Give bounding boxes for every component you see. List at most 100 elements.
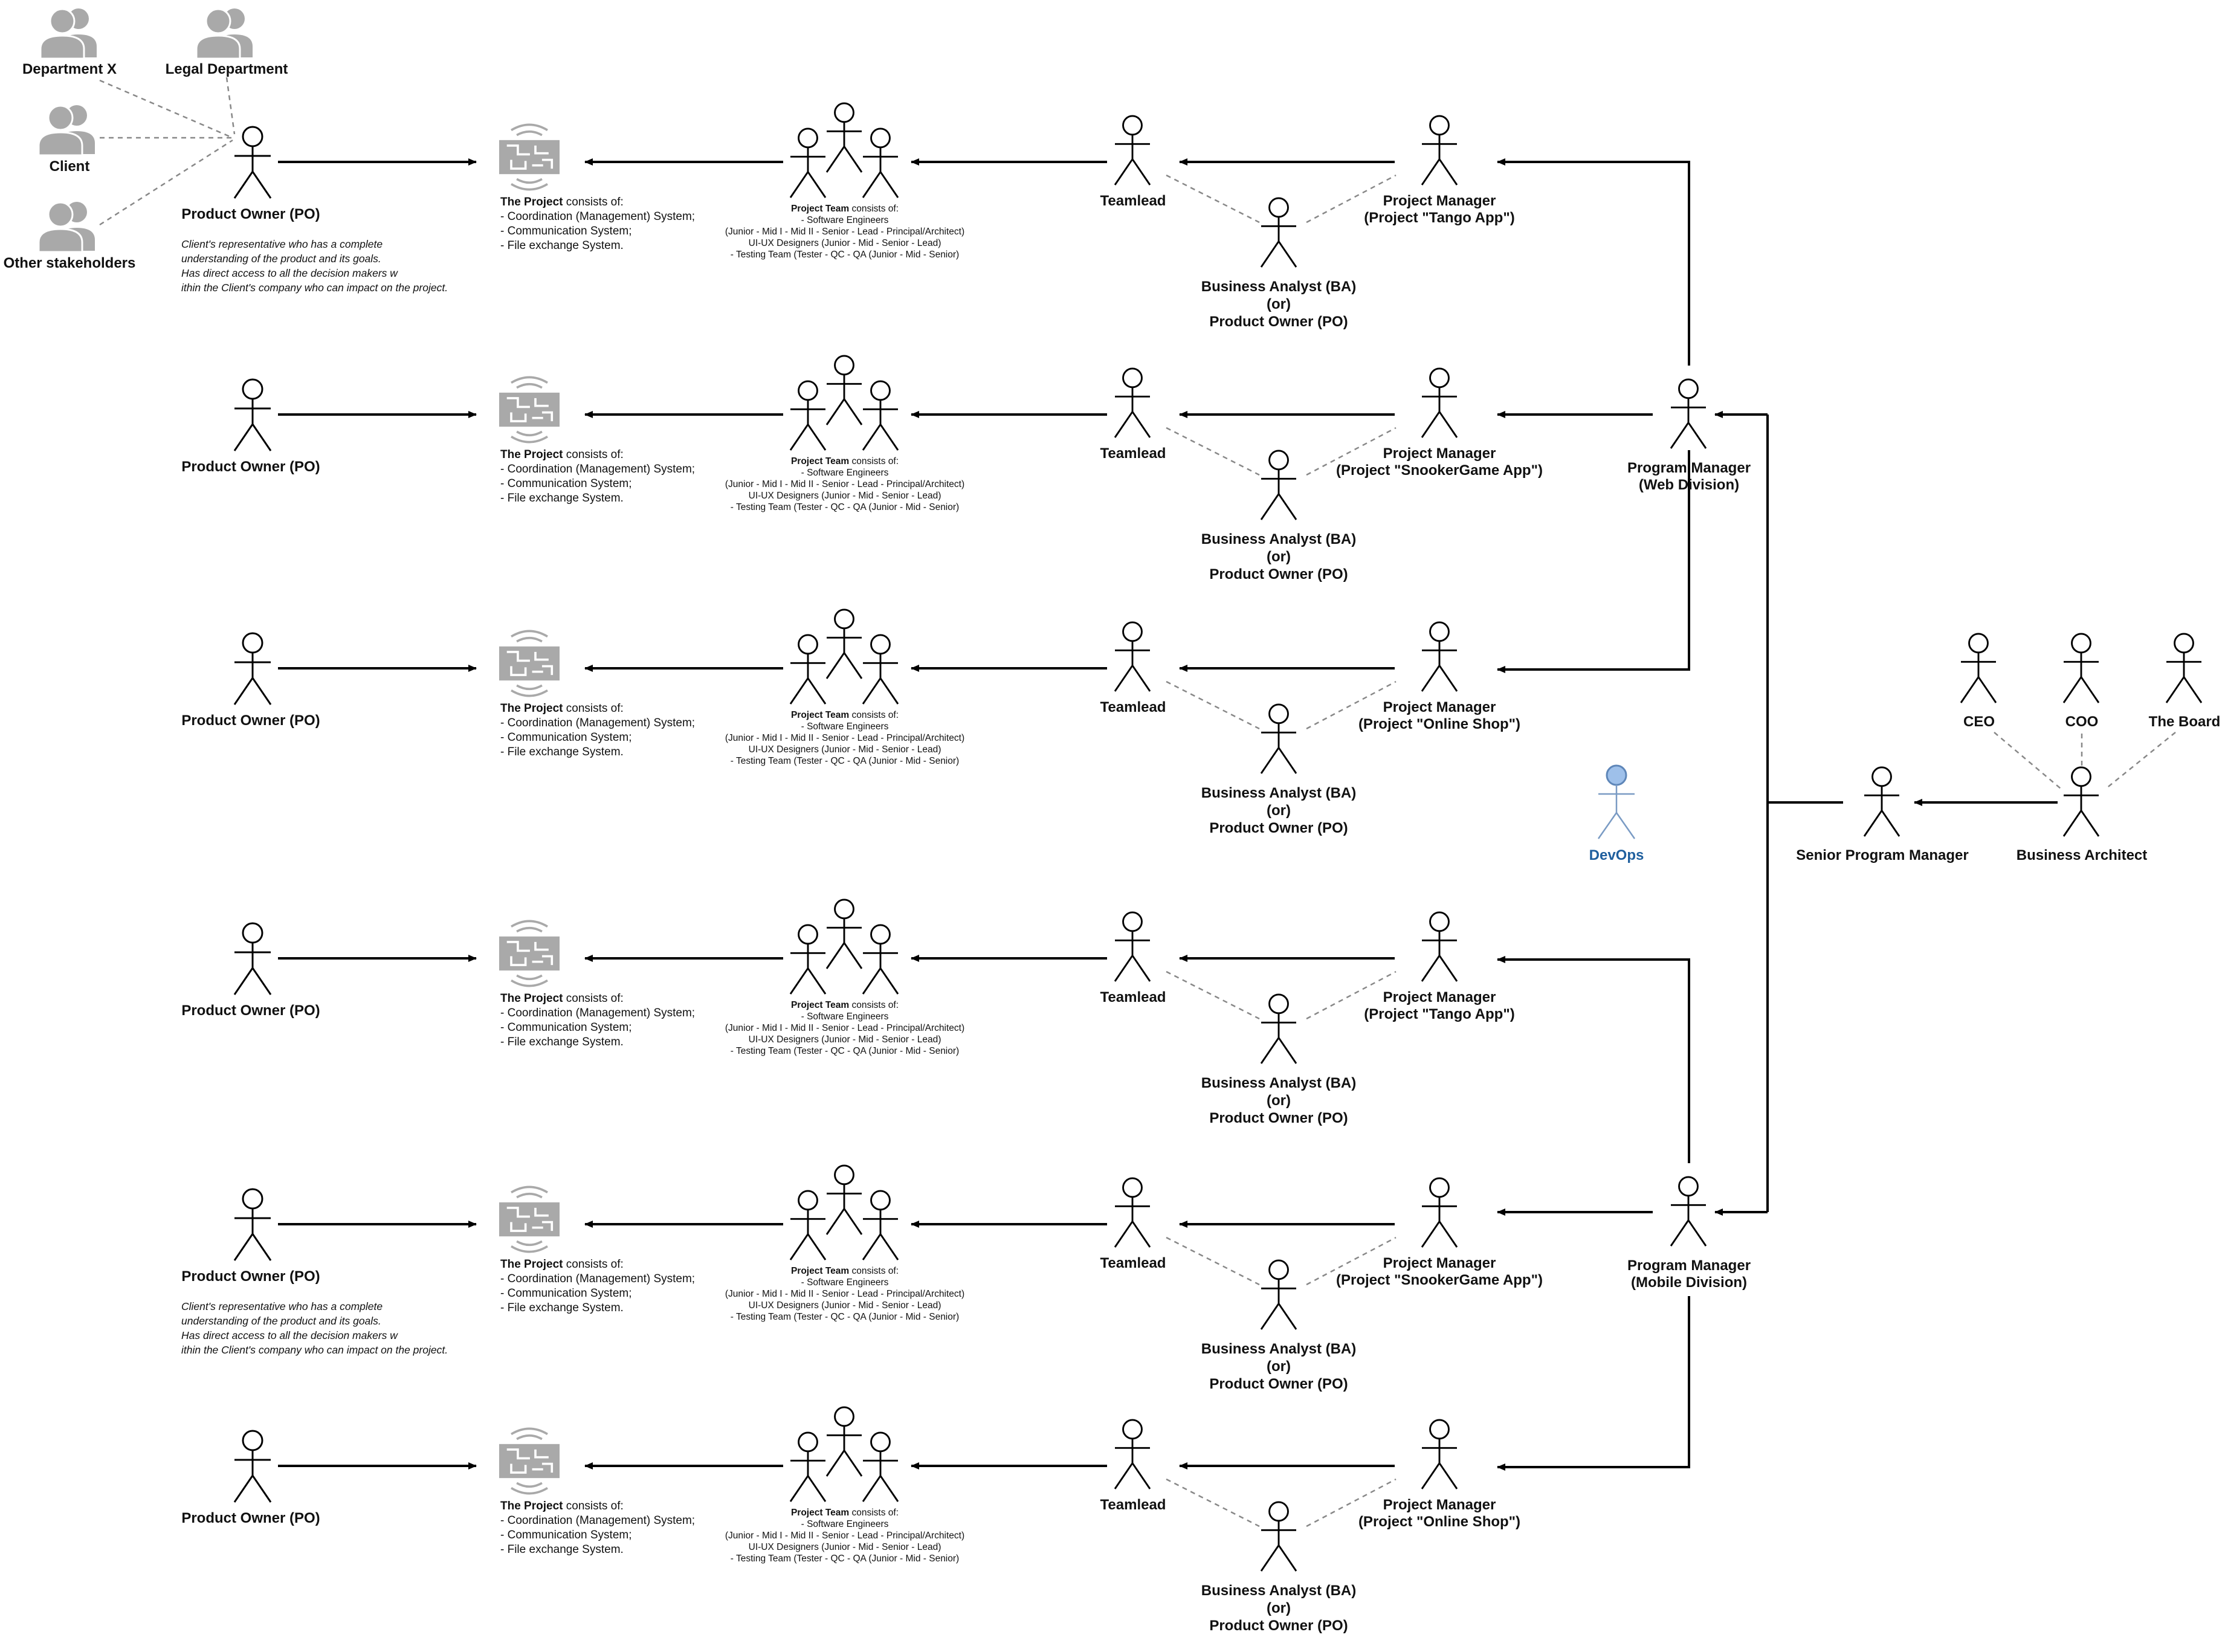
teamlead-actor [1114, 1419, 1151, 1490]
teamlead-actor [1114, 367, 1151, 439]
team-member-actor [825, 608, 863, 680]
devops-label: DevOps [1589, 847, 1644, 863]
team-line: (Junior - Mid I - Mid II - Senior - Lead… [725, 227, 964, 237]
pm-ba-link [1306, 680, 1397, 730]
team-line: (Junior - Mid I - Mid II - Senior - Lead… [725, 1023, 964, 1033]
stakeholder-people-icon [195, 7, 254, 60]
team-line: (Junior - Mid I - Mid II - Senior - Lead… [725, 1531, 964, 1541]
team-title-bold: Project Team [791, 456, 849, 466]
team-line: UI-UX Designers (Junior - Mid - Senior -… [749, 491, 941, 501]
teamlead-ba-link [1166, 1478, 1260, 1528]
teamlead-actor [1114, 911, 1151, 982]
team-member-actor [789, 1431, 827, 1503]
business-architect-actor [2062, 766, 2100, 837]
product-owner-note: ithin the Client's company who can impac… [181, 282, 448, 294]
project-item: - File exchange System. [500, 1302, 624, 1314]
pm-ba-link [1306, 970, 1397, 1020]
project-manager-project: (Project "Online Shop") [1358, 1514, 1520, 1530]
business-architect-label: Business Architect [2017, 847, 2148, 863]
team-title-suffix: consists of: [849, 204, 899, 214]
product-owner-note: understanding of the product and its goa… [181, 253, 381, 265]
project-icon [498, 376, 561, 444]
project-item: - Communication System; [500, 731, 632, 744]
team-line: - Testing Team (Tester - QC - QA (Junior… [731, 1312, 959, 1322]
project-title-suffix: consists of: [563, 1258, 623, 1271]
devops-leg [1615, 812, 1636, 839]
teamlead-label: Teamlead [1100, 1255, 1166, 1271]
team-member-actor [862, 380, 899, 451]
board-link [2105, 732, 2176, 789]
team-title-suffix: consists of: [849, 1266, 899, 1276]
pgm-web-to-pm1-arrow [1497, 158, 1690, 366]
project-title-suffix: consists of: [563, 196, 623, 208]
teamlead-label: Teamlead [1100, 445, 1166, 462]
project-manager-title: Project Manager [1383, 989, 1496, 1005]
team-line: - Software Engineers [801, 468, 889, 478]
devops-leg [1597, 812, 1618, 839]
team-line: (Junior - Mid I - Mid II - Senior - Lead… [725, 479, 964, 489]
product-owner-actor [233, 632, 272, 706]
product-owner-label: Product Owner (PO) [181, 459, 320, 475]
team-line: UI-UX Designers (Junior - Mid - Senior -… [749, 1300, 941, 1311]
executive-label: COO [2065, 714, 2099, 730]
product-owner-actor [233, 1188, 272, 1262]
product-owner-actor [233, 378, 272, 452]
team-title-suffix: consists of: [849, 710, 899, 720]
stakeholder-people-icon [39, 7, 98, 60]
business-analyst-label: (or) [1267, 549, 1291, 565]
business-analyst-label: (or) [1267, 802, 1291, 819]
project-manager-project: (Project "Tango App") [1364, 210, 1514, 226]
program-manager-mobile-actor [1670, 1176, 1707, 1247]
project-item: - Communication System; [500, 1529, 632, 1541]
team-line: UI-UX Designers (Junior - Mid - Senior -… [749, 238, 941, 248]
program-manager-web-division: (Web Division) [1639, 477, 1739, 493]
teamlead-actor [1114, 621, 1151, 692]
project-item: - Coordination (Management) System; [500, 717, 695, 729]
program-manager-web-title: Program Manager [1627, 460, 1751, 476]
pm-ba-link [1306, 174, 1397, 224]
team-member-actor [825, 899, 863, 970]
team-title: Project Team consists of: [791, 1000, 899, 1010]
team-line: (Junior - Mid I - Mid II - Senior - Lead… [725, 733, 964, 743]
teamlead-label: Teamlead [1100, 1497, 1166, 1513]
team-title-bold: Project Team [791, 710, 849, 720]
team-line: - Software Engineers [801, 1277, 889, 1288]
executive-label: CEO [1963, 714, 1995, 730]
business-analyst-label: Business Analyst (BA) [1201, 785, 1357, 801]
team-member-actor [825, 1406, 863, 1477]
stakeholder-link [99, 139, 233, 226]
product-owner-label: Product Owner (PO) [181, 206, 320, 222]
stakeholder-link [225, 77, 236, 135]
team-member-actor [789, 1190, 827, 1261]
senior-program-manager-label: Senior Program Manager [1796, 847, 1968, 863]
business-analyst-actor [1260, 703, 1297, 775]
project-manager-project: (Project "Tango App") [1364, 1006, 1514, 1022]
project-title: The Project consists of: [500, 702, 624, 715]
team-title-bold: Project Team [791, 1508, 849, 1518]
business-analyst-label: (or) [1267, 1358, 1291, 1375]
product-owner-note: Has direct access to all the decision ma… [181, 1329, 398, 1341]
pm-ba-link [1306, 1236, 1397, 1286]
project-manager-actor [1421, 1177, 1458, 1248]
team-member-actor [862, 924, 899, 995]
pgm-web-to-pm3-arrow [1497, 450, 1690, 673]
project-item: - File exchange System. [500, 492, 624, 505]
team-line: - Testing Team (Tester - QC - QA (Junior… [731, 1554, 959, 1564]
team-line: UI-UX Designers (Junior - Mid - Senior -… [749, 744, 941, 755]
business-analyst-label: Product Owner (PO) [1209, 1618, 1348, 1634]
teamlead-ba-link [1166, 970, 1260, 1020]
project-item: - Communication System; [500, 1021, 632, 1034]
business-analyst-label: Product Owner (PO) [1209, 1110, 1348, 1126]
team-line: - Testing Team (Tester - QC - QA (Junior… [731, 250, 959, 260]
team-member-actor [862, 634, 899, 705]
product-owner-note: Has direct access to all the decision ma… [181, 267, 398, 279]
project-manager-actor [1421, 621, 1458, 692]
teamlead-label: Teamlead [1100, 699, 1166, 715]
program-manager-web-actor [1670, 378, 1707, 450]
stakeholder-link [99, 79, 233, 139]
product-owner-note: ithin the Client's company who can impac… [181, 1344, 448, 1356]
team-line: UI-UX Designers (Junior - Mid - Senior -… [749, 1542, 941, 1552]
product-owner-label: Product Owner (PO) [181, 1510, 320, 1526]
project-manager-actor [1421, 115, 1458, 186]
